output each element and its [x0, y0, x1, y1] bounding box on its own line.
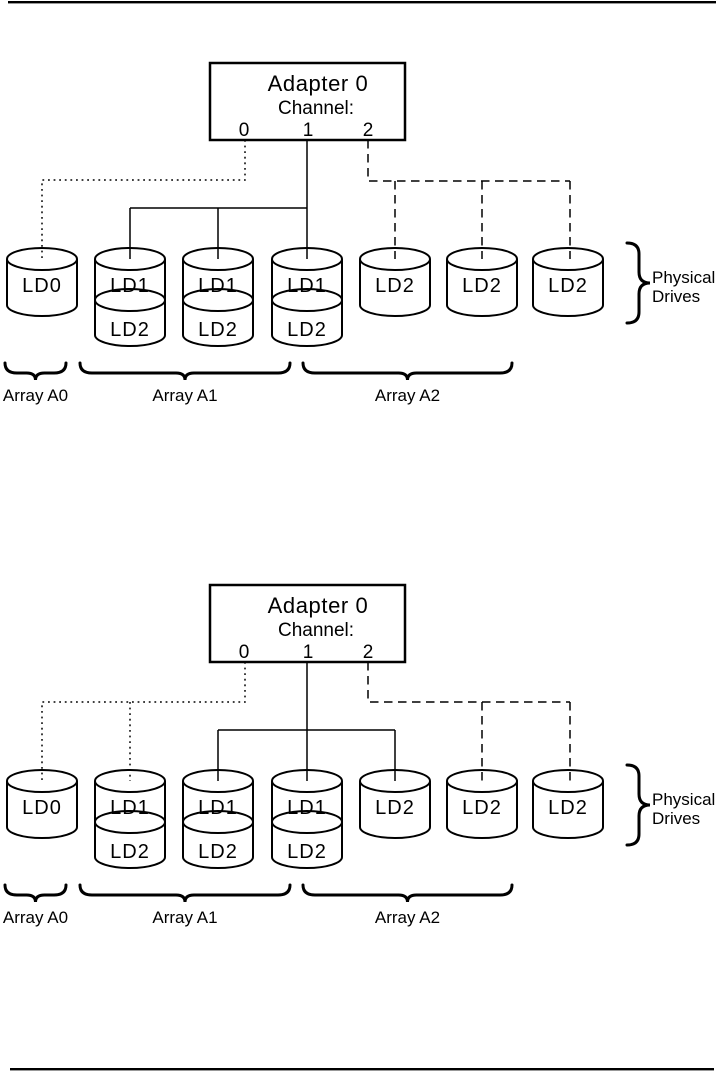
- channel-1-number: 1: [303, 120, 314, 141]
- top-rule: [8, 1, 716, 4]
- channel2-dashed-line: [367, 140, 571, 259]
- channel1-solid-line: [217, 662, 396, 781]
- physical-drives-brace: [625, 241, 651, 325]
- diagram-1: Adapter 0 Channel: 0 1 2 LD0 LD1 LD2 LD1…: [3, 61, 715, 405]
- channel0-dotted-line: [41, 140, 246, 259]
- channel-2-number: 2: [363, 642, 374, 663]
- channel-0-number: 0: [239, 642, 250, 663]
- bottom-rule: [10, 1068, 714, 1071]
- array-a2-brace: [301, 361, 514, 381]
- drive-label: LD0: [22, 797, 62, 819]
- physical-drives-label-line1: Physical: [652, 790, 715, 809]
- drive-label: LD2: [110, 841, 150, 863]
- drive-label: LD1: [110, 275, 150, 297]
- drive-label: LD1: [198, 275, 238, 297]
- array-a0-label: Array A0: [3, 386, 68, 405]
- diagram-2: Adapter 0 Channel: 0 1 2 LD0 LD1 LD2 LD1…: [3, 583, 715, 927]
- array-a1-label: Array A1: [152, 908, 217, 927]
- channel-0-number: 0: [239, 120, 250, 141]
- channel2-dashed-line: [367, 662, 571, 781]
- array-a1-brace: [78, 883, 292, 903]
- array-a0-brace: [3, 883, 68, 903]
- adapter-box: [208, 583, 407, 664]
- drive-label: LD1: [110, 797, 150, 819]
- channel1-solid-line: [129, 140, 308, 259]
- physical-drives-brace: [625, 763, 651, 847]
- drive-label: LD2: [548, 797, 588, 819]
- drive-label: LD1: [287, 275, 327, 297]
- channel-1-number: 1: [303, 642, 314, 663]
- array-a1-brace: [78, 361, 292, 381]
- drive-label: LD0: [22, 275, 62, 297]
- drive-label: LD2: [462, 275, 502, 297]
- physical-drives-label-line2: Drives: [652, 809, 700, 828]
- adapter-title: Adapter 0: [268, 593, 369, 618]
- physical-drives-label-line2: Drives: [652, 287, 700, 306]
- drive-label: LD2: [198, 319, 238, 341]
- drive-label: LD2: [198, 841, 238, 863]
- channel0-dotted-line: [41, 662, 246, 781]
- array-a1-label: Array A1: [152, 386, 217, 405]
- drive-label: LD2: [287, 841, 327, 863]
- array-a2-label: Array A2: [375, 908, 440, 927]
- channel-label: Channel:: [278, 98, 354, 119]
- drive-label: LD2: [375, 275, 415, 297]
- drive-label: LD2: [548, 275, 588, 297]
- drive-label: LD2: [462, 797, 502, 819]
- array-a0-label: Array A0: [3, 908, 68, 927]
- array-a2-label: Array A2: [375, 386, 440, 405]
- drive-label: LD2: [110, 319, 150, 341]
- drive-label: LD1: [198, 797, 238, 819]
- array-a2-brace: [301, 883, 514, 903]
- channel-label: Channel:: [278, 620, 354, 641]
- drive-label: LD1: [287, 797, 327, 819]
- adapter-box: [208, 61, 407, 142]
- adapter-title: Adapter 0: [268, 71, 369, 96]
- drive-label: LD2: [375, 797, 415, 819]
- drive-label: LD2: [287, 319, 327, 341]
- physical-drives-label-line1: Physical: [652, 268, 715, 287]
- channel-2-number: 2: [363, 120, 374, 141]
- array-a0-brace: [3, 361, 68, 381]
